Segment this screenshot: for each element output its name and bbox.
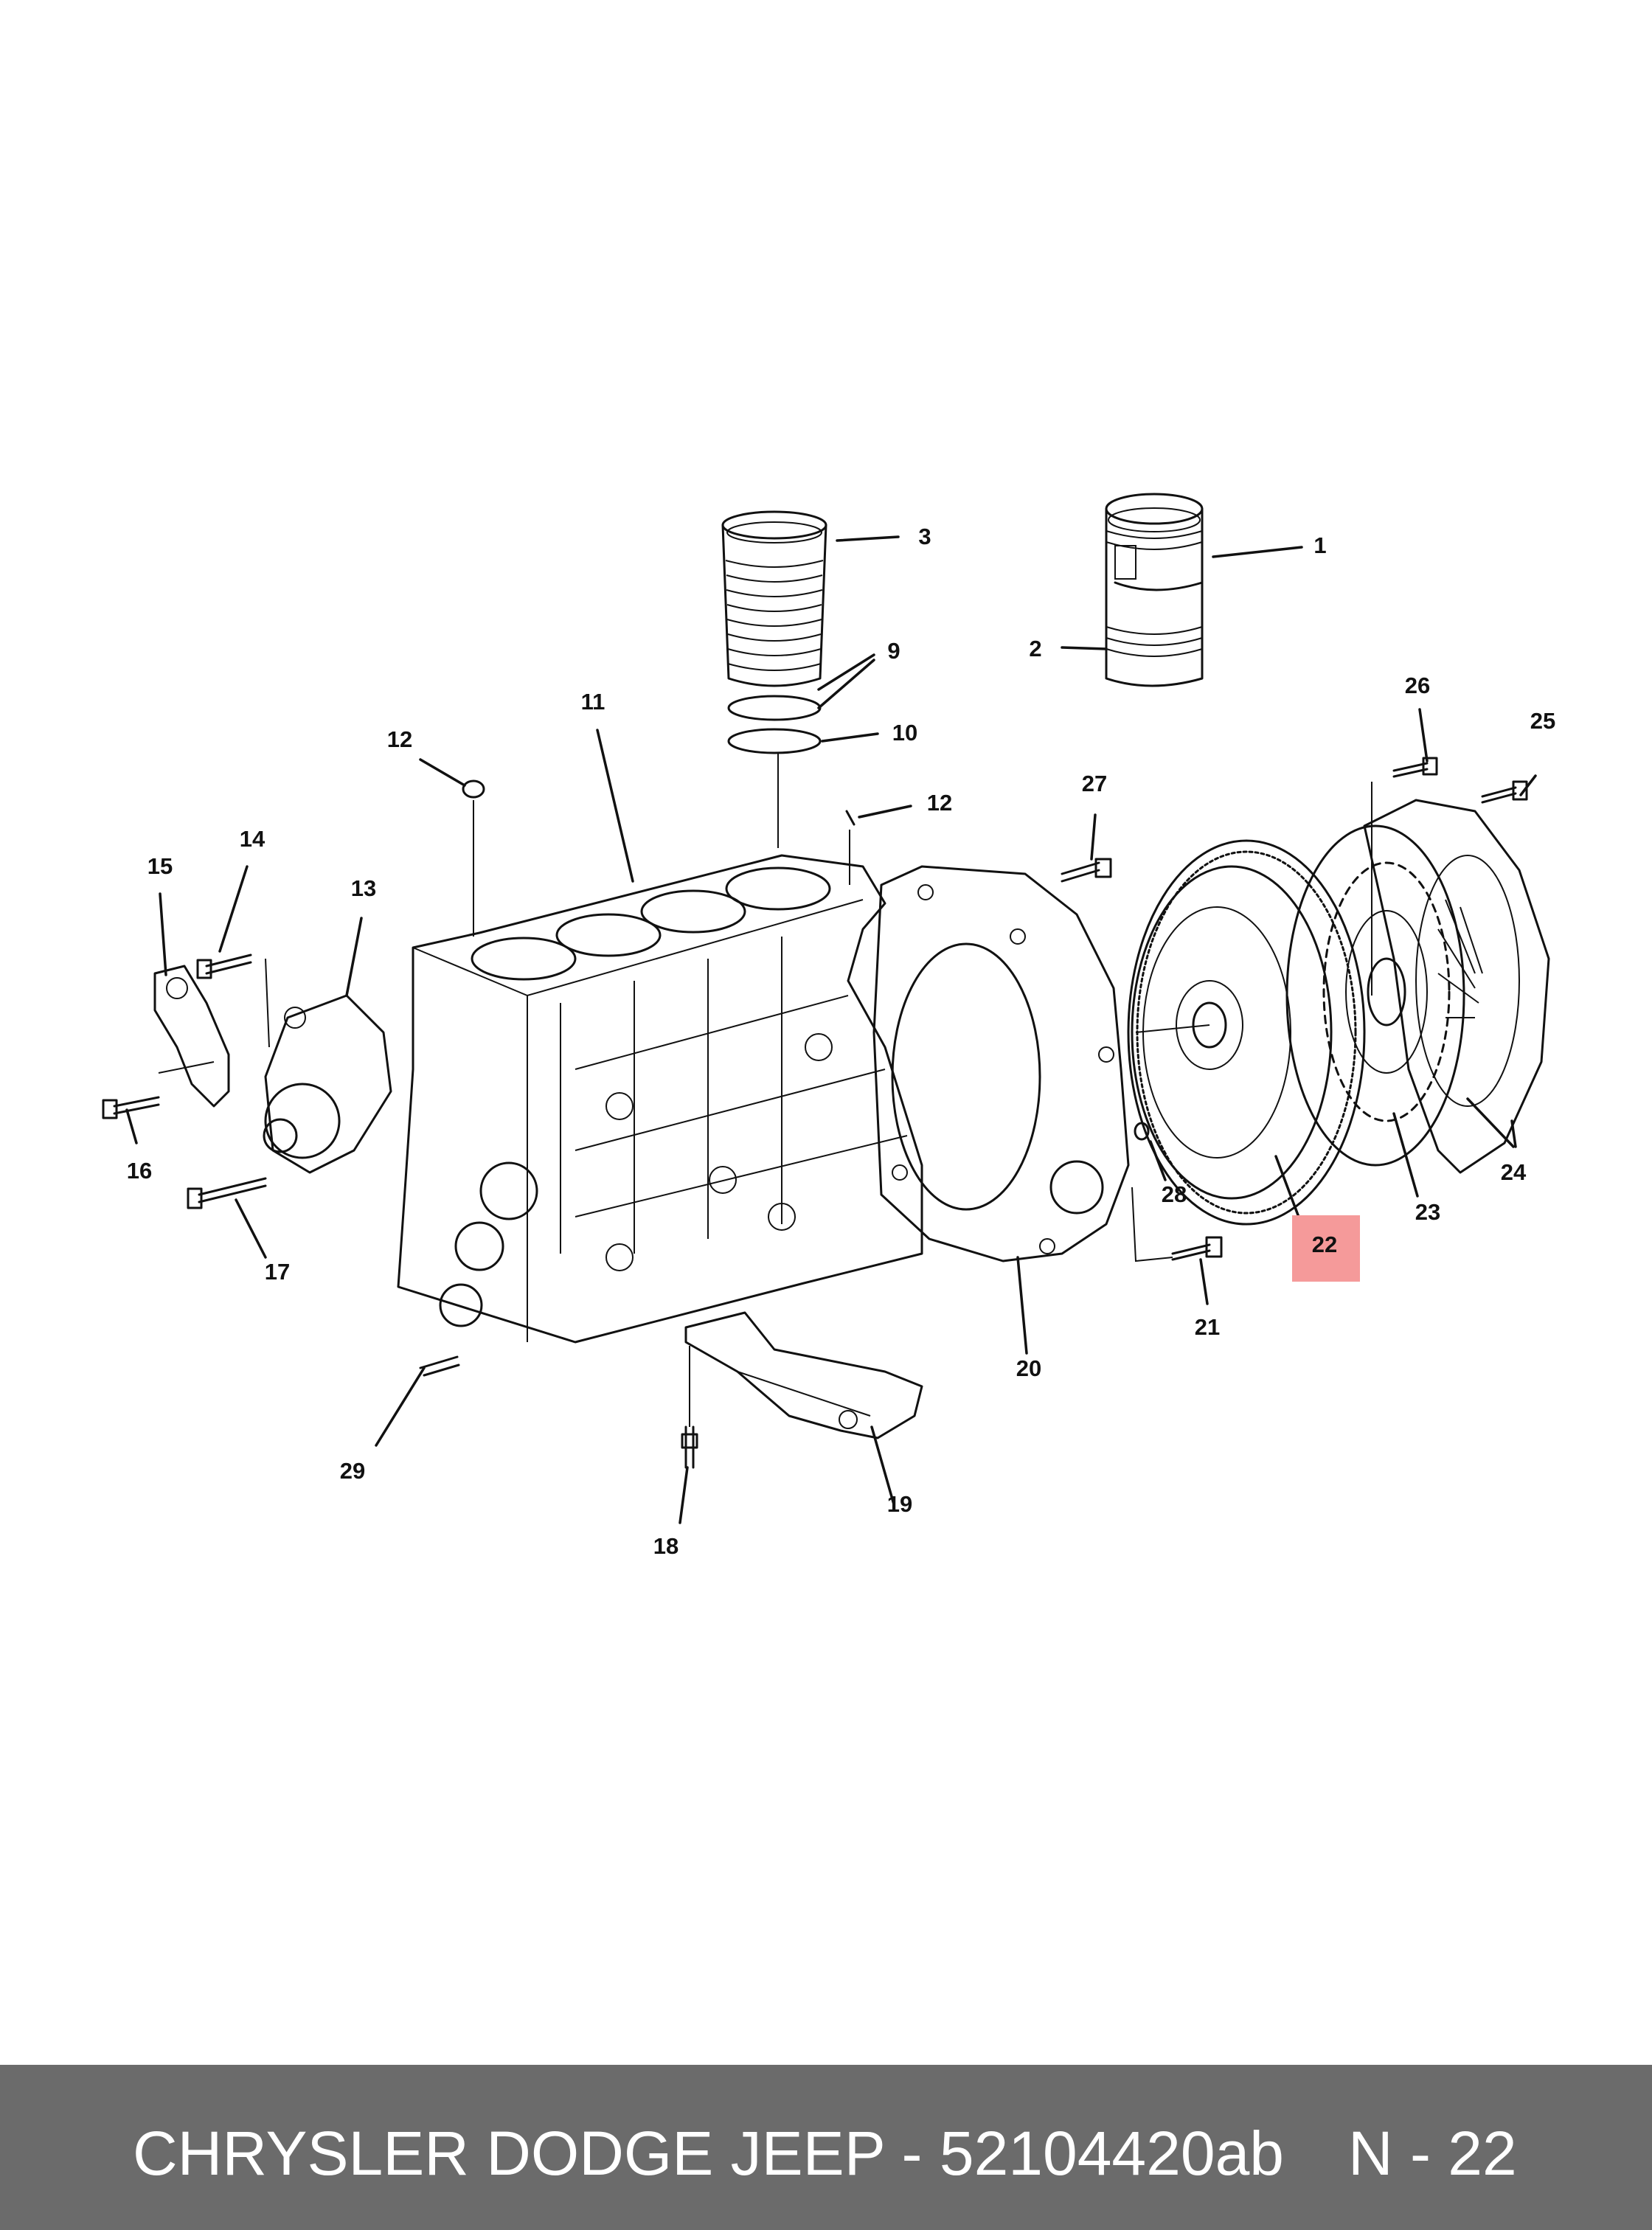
- callout-20: 20: [1016, 1355, 1041, 1381]
- callout-3: 3: [918, 524, 931, 549]
- leader-lines: [125, 535, 1537, 1524]
- callout-23: 23: [1415, 1199, 1440, 1225]
- callout-labels: 1 2 3 9 10 11 12 12 13 14 15 16 17 18 19…: [127, 524, 1555, 1559]
- seal-rings-part: [727, 695, 822, 754]
- highlight-box-22: [1292, 1215, 1360, 1282]
- bolt-18-part: [681, 1425, 698, 1469]
- plug-12a-part: [462, 779, 485, 799]
- exploded-parts-diagram: 1 2 3 9 10 11 12 12 13 14 15 16 17 18 19…: [102, 493, 1555, 1559]
- callout-13: 13: [351, 875, 376, 901]
- callout-12a: 12: [387, 726, 412, 752]
- pump-gasket-part: [153, 965, 230, 1108]
- callout-9: 9: [887, 638, 900, 664]
- cylinder-sleeve-part: [721, 510, 827, 687]
- bolt-26-part: [1392, 757, 1438, 778]
- pin-29-part: [419, 1355, 460, 1377]
- footer-bar: CHRYSLER DODGE JEEP - 52104420ab N - 22: [0, 2065, 1652, 2230]
- bolt-17-part: [187, 1177, 267, 1209]
- engine-block-part: [397, 854, 923, 1344]
- callout-14: 14: [240, 826, 266, 852]
- bolt-21-part: [1171, 1236, 1223, 1261]
- callout-25: 25: [1530, 708, 1555, 734]
- callout-17: 17: [265, 1259, 290, 1285]
- callout-24: 24: [1501, 1159, 1527, 1185]
- footer-title: CHRYSLER DODGE JEEP - 52104420ab: [133, 2119, 1285, 2188]
- bolt-25-part: [1481, 780, 1528, 804]
- callout-29: 29: [340, 1458, 365, 1484]
- bolt-16-part: [102, 1096, 160, 1119]
- pressure-plate-part: [1363, 799, 1550, 1174]
- footer-ref: N - 22: [1348, 2119, 1517, 2188]
- alignment-lines: [158, 752, 1372, 1427]
- water-pump-part: [263, 994, 392, 1174]
- callout-1: 1: [1313, 532, 1326, 558]
- dowel-12b-part: [845, 810, 856, 826]
- callout-21: 21: [1195, 1314, 1220, 1340]
- mount-bracket-part: [684, 1311, 923, 1439]
- callout-18: 18: [653, 1533, 678, 1559]
- callout-26: 26: [1405, 673, 1430, 698]
- callout-15: 15: [148, 853, 173, 879]
- bolt-27-part: [1061, 858, 1112, 883]
- callout-2: 2: [1029, 636, 1041, 661]
- callout-27: 27: [1082, 771, 1107, 796]
- piston-part: [1105, 493, 1204, 687]
- callout-19: 19: [887, 1491, 912, 1517]
- adapter-plate-part: [872, 865, 1130, 1262]
- callout-22: 22: [1312, 1232, 1337, 1257]
- clutch-disc-part: [1285, 824, 1465, 1167]
- callout-11: 11: [581, 689, 605, 715]
- callout-28: 28: [1162, 1181, 1187, 1207]
- bolt-14-part: [196, 954, 252, 979]
- callout-16: 16: [127, 1158, 152, 1184]
- callout-10: 10: [892, 720, 917, 746]
- callout-12b: 12: [927, 790, 952, 816]
- flywheel-part: [1127, 839, 1366, 1226]
